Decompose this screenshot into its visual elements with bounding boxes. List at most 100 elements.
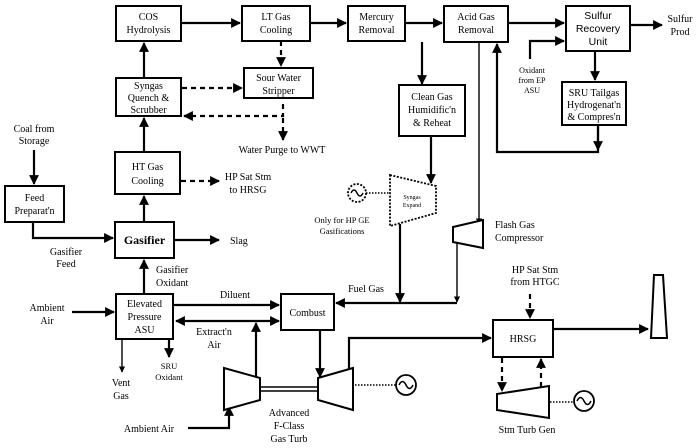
label-sulfur-prod: Prod — [671, 27, 690, 38]
label-oxidant-ep-asu: from EP — [519, 76, 546, 85]
label-hp-sat-stm-to-hrsg: to HRSG — [230, 185, 267, 196]
block-label: Quench & — [128, 93, 170, 104]
block-label: Removal — [358, 25, 394, 36]
gas-turbine-compressor[interactable] — [223, 366, 261, 412]
label-sru-oxidant: SRU — [161, 361, 178, 371]
block-lt-gas-cooling[interactable]: LT Gas Cooling — [241, 5, 311, 42]
block-label: Cooling — [260, 25, 292, 36]
block-sru-tailgas[interactable]: SRU Tailgas Hydrogenat'n & Compres'n — [561, 81, 627, 126]
stream-exhaust-to-hrsg — [347, 333, 492, 371]
block-label: Hydrolysis — [127, 25, 171, 36]
label-hp-sat-stm-from-htgc: from HTGC — [510, 277, 559, 288]
block-label: Recovery — [576, 23, 621, 35]
label-coal-from-storage: Coal from — [14, 124, 55, 135]
block-hrsg[interactable]: HRSG — [492, 319, 554, 358]
block-label: Sour Water — [256, 73, 302, 84]
steam-turbine[interactable] — [496, 384, 550, 420]
block-label: Stripper — [262, 86, 295, 97]
block-label: Mercury — [359, 12, 393, 23]
block-feed-preparation[interactable]: Feed Preparat'n — [4, 185, 65, 223]
label-oxidant-ep-asu: ASU — [524, 86, 540, 95]
block-cos-hydrolysis[interactable]: COS Hydrolysis — [115, 5, 182, 42]
steam-turbine-generator — [573, 390, 595, 412]
flash-gas-compressor[interactable] — [452, 218, 484, 250]
block-clean-gas-humidification[interactable]: Clean Gas Humidific'n & Reheat — [398, 84, 466, 137]
label-gasifier-feed: Feed — [56, 259, 75, 270]
label-gas-turbine: Gas Turb — [271, 434, 308, 445]
label-gas-turbine: Advanced — [269, 408, 310, 419]
block-ht-gas-cooling[interactable]: HT Gas Cooling — [114, 151, 181, 195]
block-label: Humidific'n — [408, 105, 456, 116]
label-diluent: Diluent — [220, 290, 250, 301]
label-fuel-gas: Fuel Gas — [348, 284, 384, 295]
sine-wave-icon — [350, 189, 364, 197]
stream-gasifier-feed — [31, 222, 114, 243]
block-label: Acid Gas — [457, 12, 495, 23]
block-label: & Reheat — [413, 118, 451, 129]
label-sulfur-prod: Sulfur — [668, 14, 694, 25]
equipment-label: Expand — [403, 203, 421, 209]
block-label: Preparat'n — [14, 206, 54, 217]
block-sulfur-recovery-unit[interactable]: Sulfur Recovery Unit — [565, 5, 631, 52]
block-gasifier[interactable]: Gasifier — [114, 221, 175, 259]
stack-icon — [649, 274, 669, 339]
block-label: Hydrogenat'n — [567, 100, 621, 111]
block-label: HT Gas — [132, 162, 163, 173]
label-gas-turbine: F-Class — [274, 421, 305, 432]
label-extraction-air: Air — [207, 340, 221, 351]
streams — [29, 18, 663, 430]
block-label: SRU Tailgas — [569, 88, 620, 99]
block-label: Removal — [458, 25, 494, 36]
label-gasifier-oxidant: Oxidant — [156, 278, 188, 289]
block-label: Combust — [289, 308, 325, 319]
equipment-label: Syngas — [403, 195, 421, 201]
block-label: Feed — [25, 193, 44, 204]
block-mercury-removal[interactable]: Mercury Removal — [347, 5, 406, 42]
block-label: Sulfur — [584, 10, 612, 22]
label-only-for-hp-ge: Gasifications — [320, 226, 365, 236]
block-label: Cooling — [131, 176, 163, 187]
sine-wave-icon — [398, 380, 414, 390]
block-label: COS — [139, 12, 158, 23]
block-acid-gas-removal[interactable]: Acid Gas Removal — [443, 5, 509, 43]
sine-wave-icon — [576, 396, 592, 406]
label-gasifier-feed: Gasifier — [50, 247, 83, 258]
block-label: Elevated — [127, 299, 162, 310]
block-label: Unit — [589, 36, 608, 48]
label-hp-sat-stm-to-hrsg: HP Sat Stm — [225, 172, 272, 183]
label-only-for-hp-ge: Only for HP GE — [314, 215, 369, 225]
expander-generator — [347, 183, 367, 203]
label-vent-gas: Vent — [112, 378, 131, 389]
label-slag: Slag — [230, 236, 248, 247]
block-combust[interactable]: Combust — [280, 293, 335, 331]
block-elevated-pressure-asu[interactable]: Elevated Pressure ASU — [115, 293, 174, 340]
block-syngas-quench-scrubber[interactable]: Syngas Quench & Scrubber — [115, 77, 182, 117]
stream-sour-water-return — [183, 104, 285, 121]
label-ambient-air-asu: Air — [40, 316, 54, 327]
block-label: Syngas — [134, 81, 163, 92]
label-gasifier-oxidant: Gasifier — [156, 265, 189, 276]
block-label: HRSG — [510, 334, 537, 345]
label-steam-turbine: Stm Turb Gen — [499, 425, 556, 436]
block-sour-water-stripper[interactable]: Sour Water Stripper — [243, 67, 314, 99]
label-ambient-air-gt: Ambient Air — [124, 424, 175, 435]
label-extraction-air: Extract'n — [196, 327, 232, 338]
gas-turbine-expander[interactable] — [317, 366, 354, 412]
label-flash-gas: Compressor — [495, 233, 544, 244]
label-ambient-air-asu: Ambient — [30, 303, 65, 314]
gas-turbine-generator — [395, 374, 417, 396]
syngas-expander[interactable]: Syngas Expand — [389, 173, 437, 228]
block-label: Clean Gas — [411, 92, 452, 103]
block-label: ASU — [134, 325, 155, 336]
stream-labels: Sulfur Prod Oxidant from EP ASU Coal fro… — [14, 14, 694, 435]
label-vent-gas: Gas — [113, 391, 129, 402]
label-flash-gas: Flash Gas — [495, 220, 535, 231]
stream-ambient-air-gt — [188, 406, 234, 430]
block-label: & Compres'n — [567, 112, 620, 123]
label-water-purge: Water Purge to WWT — [239, 145, 326, 156]
block-label: LT Gas — [261, 12, 290, 23]
label-sru-oxidant: Oxidant — [155, 372, 183, 382]
block-label: Pressure — [128, 312, 162, 323]
block-label: Scrubber — [130, 105, 167, 116]
